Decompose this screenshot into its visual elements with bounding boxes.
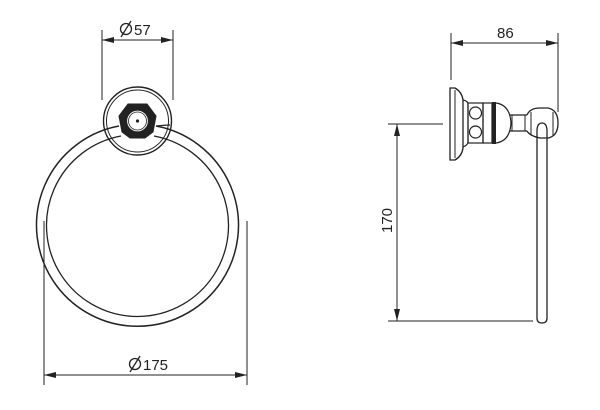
ring-diameter-label: 175	[143, 357, 168, 374]
diameter-symbol-icon	[119, 20, 133, 38]
projection-dimension: 86	[450, 25, 559, 112]
height-label: 170	[379, 208, 396, 233]
height-dimension: 170	[379, 123, 533, 322]
projection-label: 86	[497, 25, 514, 42]
mount-body	[467, 102, 512, 144]
ring-diameter-dimension: 175	[43, 221, 248, 385]
ring-rod	[536, 122, 548, 324]
front-view: 57 175	[35, 20, 248, 385]
hinge-knob	[526, 107, 559, 139]
rosette-diameter-label: 57	[134, 22, 151, 39]
neck	[510, 114, 527, 132]
wall-plate	[449, 87, 469, 161]
rosette	[102, 86, 173, 156]
diameter-symbol-icon	[128, 355, 142, 373]
towel-ring	[35, 124, 240, 328]
side-view: 86 170	[379, 25, 559, 324]
rosette-diameter-dimension: 57	[101, 20, 174, 100]
